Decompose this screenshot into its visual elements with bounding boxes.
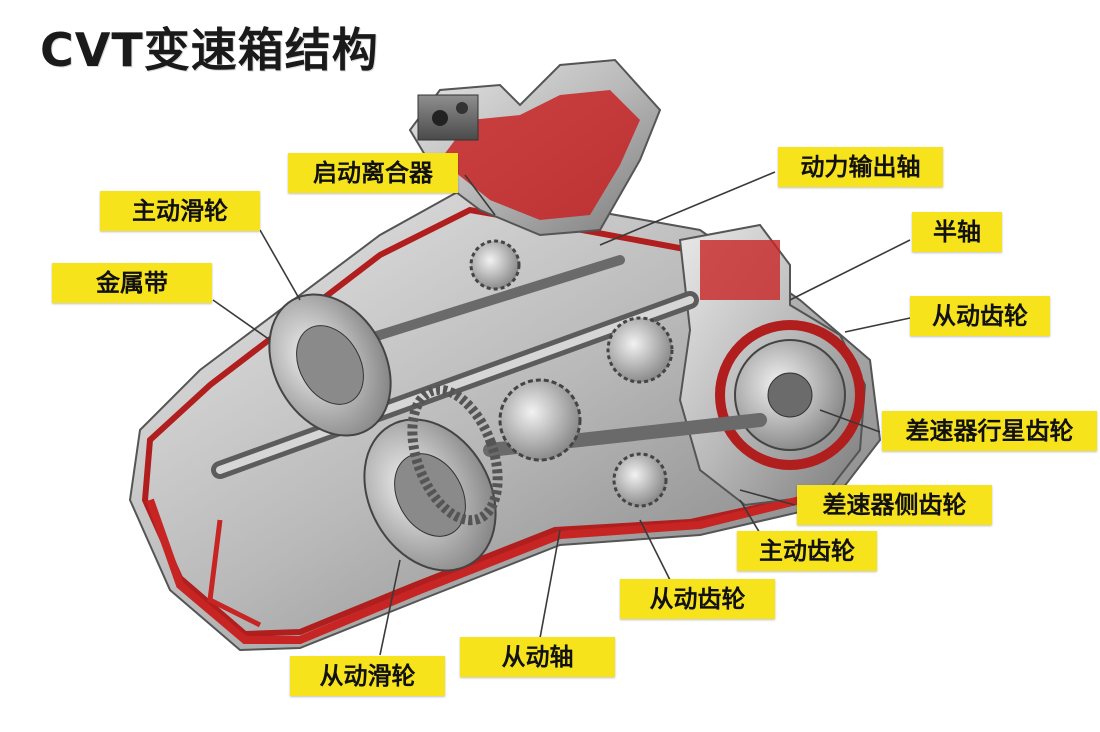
label-diff-side-gear: 差速器侧齿轮 (797, 485, 992, 525)
label-start-clutch: 启动离合器 (288, 153, 458, 193)
label-driven-shaft: 从动轴 (460, 637, 615, 677)
label-half-shaft: 半轴 (912, 212, 1002, 252)
label-diff-planetary-gear: 差速器行星齿轮 (882, 411, 1097, 451)
label-power-output-shaft: 动力输出轴 (778, 147, 943, 187)
label-driven-gear-bottom: 从动齿轮 (620, 579, 775, 619)
label-driven-pulley: 从动滑轮 (290, 656, 445, 696)
label-driven-gear-top: 从动齿轮 (910, 296, 1050, 336)
pulleys-and-belt (268, 293, 503, 572)
page-title: CVT变速箱结构 (40, 23, 379, 77)
label-drive-pulley: 主动滑轮 (100, 191, 260, 231)
gear-clusters (469, 239, 674, 508)
label-metal-belt: 金属带 (52, 263, 212, 303)
label-drive-gear: 主动齿轮 (737, 531, 877, 571)
oil-pan (146, 491, 821, 644)
top-valve-body (408, 58, 662, 237)
differential-housing (678, 223, 867, 507)
